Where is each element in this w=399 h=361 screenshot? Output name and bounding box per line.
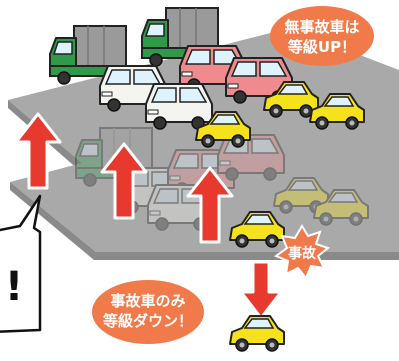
accident-label: 事故 <box>288 245 317 262</box>
no-accident-line2: 等級UP！ <box>288 38 356 56</box>
accident-badge: 事故 <box>273 224 331 280</box>
accident-only-badge: 事故車のみ 等級ダウン！ <box>92 280 204 344</box>
speech-bubble: ! <box>0 194 42 333</box>
downgraded-car <box>229 315 285 352</box>
no-accident-line1: 無事故車は <box>284 18 359 36</box>
grade-down-arrow-icon <box>239 260 283 320</box>
accident-only-line1: 事故車のみ <box>110 292 185 310</box>
no-accident-badge: 無事故車は 等級UP！ <box>270 6 374 66</box>
exclamation-mark: ! <box>5 264 23 310</box>
van-vehicle <box>145 83 213 130</box>
lower-floor-edge <box>10 182 399 260</box>
accident-only-line2: 等級ダウン！ <box>103 312 193 330</box>
